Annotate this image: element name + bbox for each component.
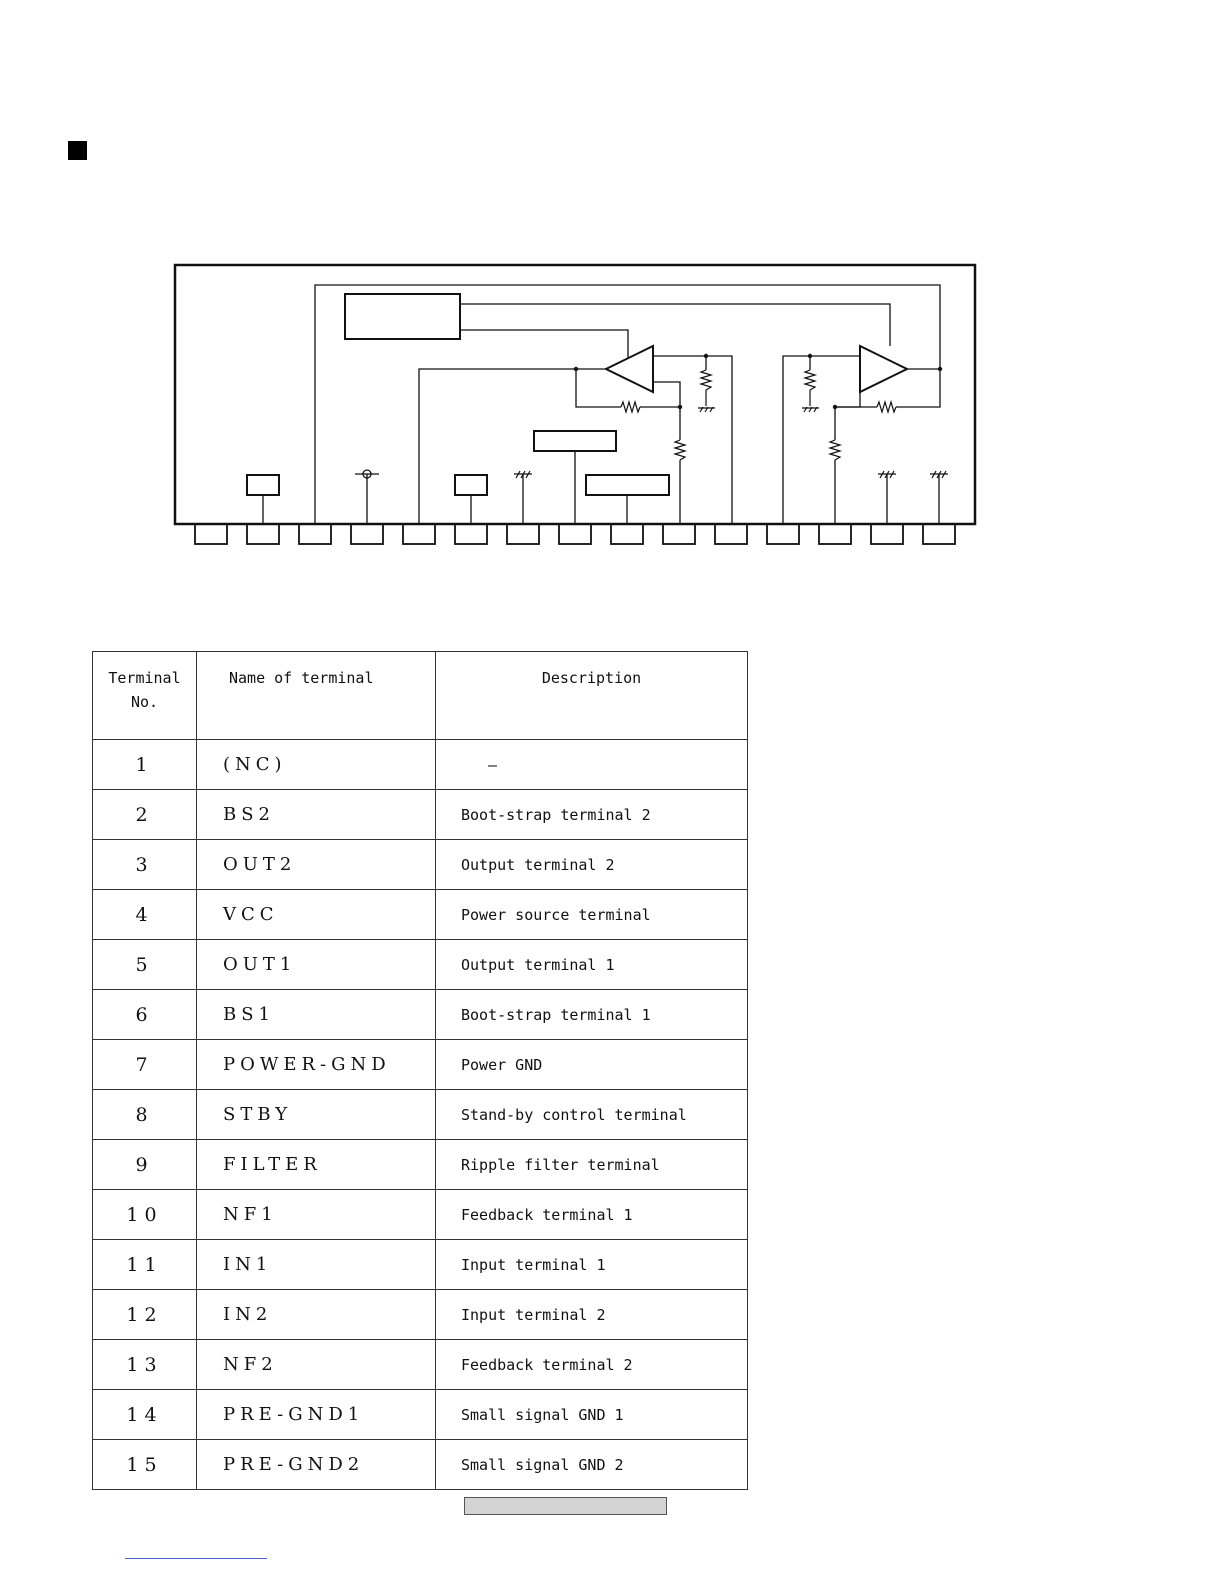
terminal-name: POWER-GND	[196, 1039, 436, 1090]
terminal-name: VCC	[196, 889, 436, 940]
header-name: Name of terminal	[196, 651, 436, 740]
terminal-no: 13	[92, 1339, 197, 1390]
table-header-row: Terminal No. Name of terminal Descriptio…	[92, 651, 748, 740]
bias-block	[344, 293, 461, 340]
footer-link-underline[interactable]	[125, 1558, 267, 1559]
terminal-description: Boot-strap terminal 1	[435, 989, 748, 1040]
terminal-name: PRE-GND1	[196, 1389, 436, 1440]
section-bullet-square	[68, 141, 87, 160]
header-description: Description	[435, 651, 748, 740]
terminal-no: 2	[92, 789, 197, 840]
standby-block	[533, 430, 617, 452]
terminal-name: IN1	[196, 1239, 436, 1290]
amplifier-1-triangle	[603, 344, 654, 394]
terminal-name: NF1	[196, 1189, 436, 1240]
terminal-description: Feedback terminal 1	[435, 1189, 748, 1240]
terminal-no: 10	[92, 1189, 197, 1240]
terminal-name: IN2	[196, 1289, 436, 1340]
terminal-name: PRE-GND2	[196, 1439, 436, 1490]
terminal-description: Ripple filter terminal	[435, 1139, 748, 1190]
terminal-description: Boot-strap terminal 2	[435, 789, 748, 840]
wiring	[262, 284, 941, 524]
terminal-name: OUT2	[196, 839, 436, 890]
header-terminal-no: Terminal No.	[92, 651, 197, 740]
terminal-no: 3	[92, 839, 197, 890]
terminal-no: 6	[92, 989, 197, 1040]
bs1-cap-block	[454, 474, 488, 496]
terminal-name: BS1	[196, 989, 436, 1040]
ground-symbols	[514, 406, 948, 479]
terminal-description: —	[435, 739, 748, 790]
table-row: 1(NC)—	[92, 739, 748, 790]
terminal-name: (NC)	[196, 739, 436, 790]
terminal-table: Terminal No. Name of terminal Descriptio…	[92, 651, 748, 1490]
bs2-cap-block	[246, 474, 280, 496]
terminal-description: Power source terminal	[435, 889, 748, 940]
terminal-name: FILTER	[196, 1139, 436, 1190]
terminal-no: 8	[92, 1089, 197, 1140]
amplifier-2-triangle	[859, 344, 910, 394]
terminal-no: 9	[92, 1139, 197, 1190]
terminal-no: 4	[92, 889, 197, 940]
terminal-name: BS2	[196, 789, 436, 840]
terminal-no: 7	[92, 1039, 197, 1090]
ic-pins	[194, 523, 956, 545]
terminal-description: Output terminal 1	[435, 939, 748, 990]
terminal-description: Output terminal 2	[435, 839, 748, 890]
terminal-name: OUT1	[196, 939, 436, 990]
junction-dots	[573, 353, 943, 410]
terminal-description: Feedback terminal 2	[435, 1339, 748, 1390]
terminal-description: Small signal GND 1	[435, 1389, 748, 1440]
terminal-no: 11	[92, 1239, 197, 1290]
filter-block	[585, 474, 670, 496]
header-terminal-no-line1: Terminal	[108, 669, 181, 687]
terminal-no: 14	[92, 1389, 197, 1440]
terminal-description: Stand-by control terminal	[435, 1089, 748, 1140]
ic-block-diagram	[170, 260, 985, 552]
terminal-no: 15	[92, 1439, 197, 1490]
terminal-no: 5	[92, 939, 197, 990]
terminal-description: Input terminal 2	[435, 1289, 748, 1340]
resistors	[620, 369, 897, 461]
header-terminal-no-line2: No.	[130, 693, 159, 711]
terminal-name: NF2	[196, 1339, 436, 1390]
terminal-no: 1	[92, 739, 197, 790]
terminal-name: STBY	[196, 1089, 436, 1140]
terminal-description: Small signal GND 2	[435, 1439, 748, 1490]
terminal-no: 12	[92, 1289, 197, 1340]
page-footer-bar	[464, 1497, 667, 1515]
terminal-description: Power GND	[435, 1039, 748, 1090]
terminal-description: Input terminal 1	[435, 1239, 748, 1290]
